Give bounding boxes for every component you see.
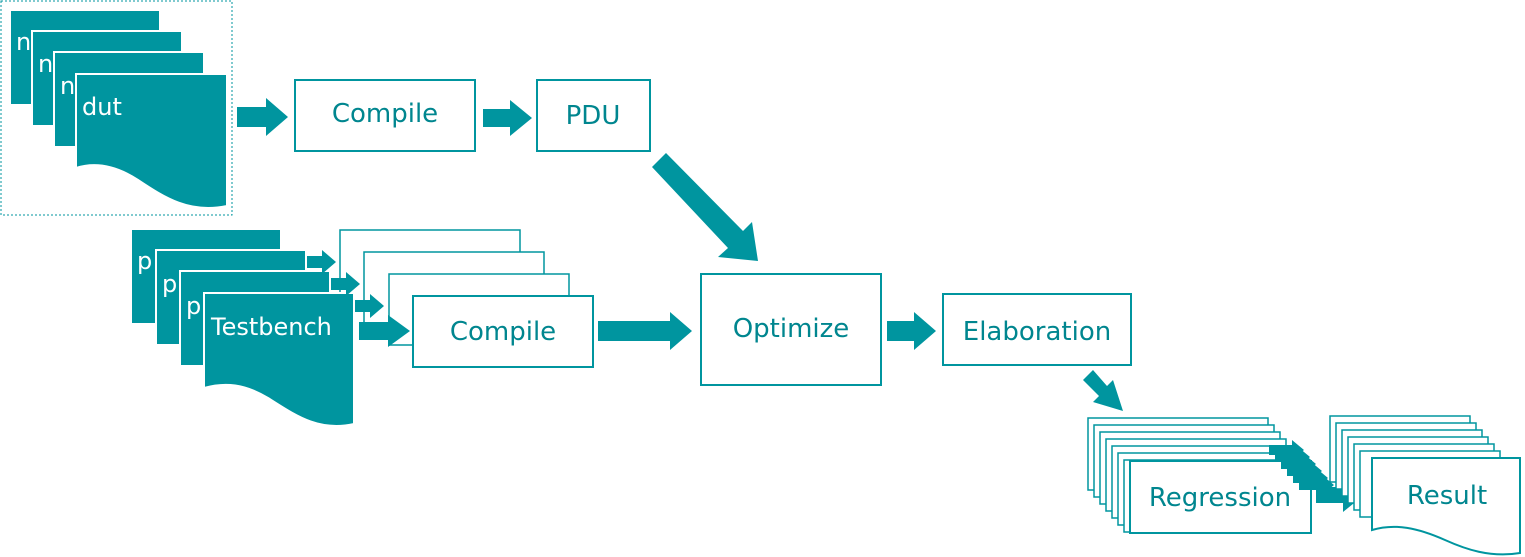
optimize-label: Optimize (733, 314, 850, 344)
arrow-optimize-to-elaboration (887, 312, 936, 350)
regression-label: Regression (1149, 483, 1291, 513)
arrow-pdu-to-optimize (652, 153, 758, 261)
compile-stack-group: Compile (339, 229, 594, 368)
dut-file-label: dut (82, 93, 122, 121)
result-label: Result (1407, 481, 1487, 511)
pdu-box[interactable] (536, 79, 651, 152)
pdu-label: PDU (566, 101, 621, 131)
elaboration-box[interactable] (942, 293, 1132, 366)
testbench-file-back-1-label: p (137, 247, 152, 275)
testbench-file-back-2-label: p (162, 270, 177, 298)
testbench-files-group: p p p Testbench (130, 228, 355, 427)
testbench-arrows-group (307, 250, 410, 347)
optimize-box[interactable] (700, 273, 882, 386)
arrow-elaboration-to-regression (1083, 370, 1123, 411)
arrow-testbench-file-1-to-compile (307, 250, 336, 274)
regression-stack-group: Regression (1087, 417, 1312, 534)
testbench-file (203, 292, 355, 427)
result-doc[interactable] (1371, 457, 1521, 556)
design-file-back-1-label: n (16, 28, 31, 56)
arrow-testbench-file-2-to-compile (331, 272, 360, 296)
compile-bottom-box[interactable] (412, 295, 594, 368)
regression-box[interactable] (1129, 460, 1312, 534)
design-file-back-3-label: n (60, 72, 75, 100)
arrow-testbench-file-3-to-compile (355, 294, 384, 318)
testbench-file-back-3-label: p (186, 292, 201, 320)
design-file-back-2-label: n (38, 50, 53, 78)
arrow-dut-to-compile (237, 98, 288, 136)
compile-top-label: Compile (332, 99, 438, 129)
arrow-testbench-to-compile (359, 315, 410, 347)
arrow-compile-to-pdu (483, 100, 532, 136)
design-files-group: n n n dut (0, 0, 233, 216)
result-stack-group: Result (1329, 415, 1521, 556)
dut-file (75, 73, 228, 210)
design-files-selection-frame (0, 0, 233, 216)
compile-bottom-label: Compile (450, 317, 556, 347)
compile-top-box[interactable] (294, 79, 476, 152)
testbench-file-label: Testbench (210, 313, 332, 341)
elaboration-label: Elaboration (963, 317, 1111, 347)
arrow-compile-to-optimize (598, 312, 692, 350)
